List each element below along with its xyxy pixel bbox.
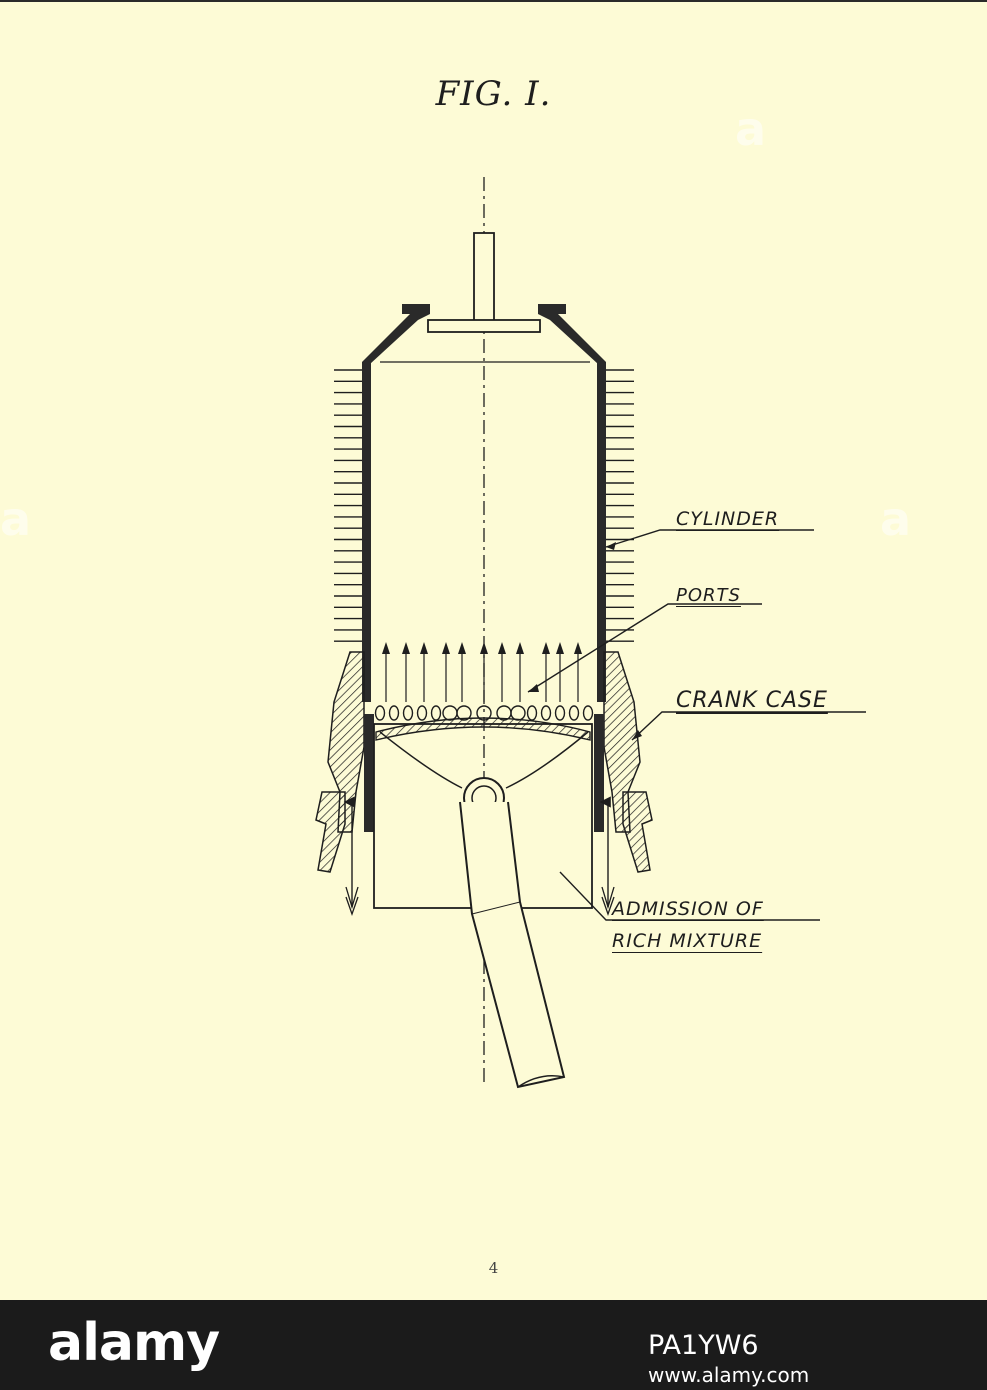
watermark-bar bbox=[0, 1300, 987, 1390]
port bbox=[510, 705, 526, 721]
flow-arrowhead bbox=[442, 642, 450, 654]
port bbox=[526, 705, 538, 721]
figure-title: FIG. I. bbox=[435, 74, 552, 114]
flow-arrowhead bbox=[574, 642, 582, 654]
cylinder-wall-right bbox=[597, 362, 606, 702]
watermark-ghost: a bbox=[735, 102, 766, 156]
port bbox=[416, 705, 428, 721]
watermark-ghost: a bbox=[880, 492, 911, 546]
flow-arrowhead bbox=[498, 642, 506, 654]
flow-arrowhead bbox=[402, 642, 410, 654]
port bbox=[568, 705, 580, 721]
flow-arrowhead bbox=[542, 642, 550, 654]
valve-head bbox=[427, 319, 541, 333]
port bbox=[582, 705, 594, 721]
engine-cross-section-diagram bbox=[315, 177, 866, 1089]
leader-cylinder bbox=[605, 529, 814, 548]
watermark-site: www.alamy.com bbox=[648, 1363, 810, 1387]
page-number: 4 bbox=[488, 1259, 499, 1277]
cooling-fins-left bbox=[334, 369, 362, 642]
label-admission-line2: RICH MIXTURE bbox=[612, 930, 763, 952]
document-page: FIG. I. bbox=[0, 0, 987, 1300]
label-admission-line1: ADMISSION OF bbox=[612, 898, 764, 920]
connecting-rod bbox=[459, 801, 566, 1089]
label-cylinder: CYLINDER bbox=[676, 508, 780, 530]
flow-arrowhead bbox=[480, 642, 488, 654]
piston-crown bbox=[375, 717, 591, 741]
flow-arrowhead bbox=[458, 642, 466, 654]
flow-arrowhead bbox=[382, 642, 390, 654]
cylinder-head bbox=[362, 304, 430, 364]
watermark-logo: alamy bbox=[48, 1313, 220, 1373]
label-ports: PORTS bbox=[676, 585, 741, 606]
label-crank-case: CRANK CASE bbox=[676, 688, 828, 713]
port bbox=[374, 705, 386, 721]
valve-stem bbox=[473, 232, 495, 324]
port bbox=[442, 705, 458, 721]
flow-arrows bbox=[382, 642, 582, 702]
flow-arrowhead bbox=[420, 642, 428, 654]
leader-crank-case bbox=[631, 711, 866, 741]
flow-arrowhead bbox=[516, 642, 524, 654]
port bbox=[388, 705, 400, 721]
leader-ports bbox=[527, 603, 762, 693]
port bbox=[476, 705, 492, 721]
port bbox=[402, 705, 414, 721]
watermark-ghost: a bbox=[0, 492, 31, 546]
cylinder-wall-left bbox=[362, 362, 371, 702]
cooling-fins-right bbox=[606, 369, 634, 642]
flow-arrowhead bbox=[556, 642, 564, 654]
port bbox=[554, 705, 566, 721]
port bbox=[456, 705, 472, 721]
port-openings bbox=[374, 705, 594, 721]
watermark-image-code: PA1YW6 bbox=[648, 1330, 759, 1361]
port bbox=[540, 705, 552, 721]
port bbox=[430, 705, 442, 721]
leader-admission bbox=[559, 871, 820, 921]
crank-case-left bbox=[327, 651, 365, 833]
